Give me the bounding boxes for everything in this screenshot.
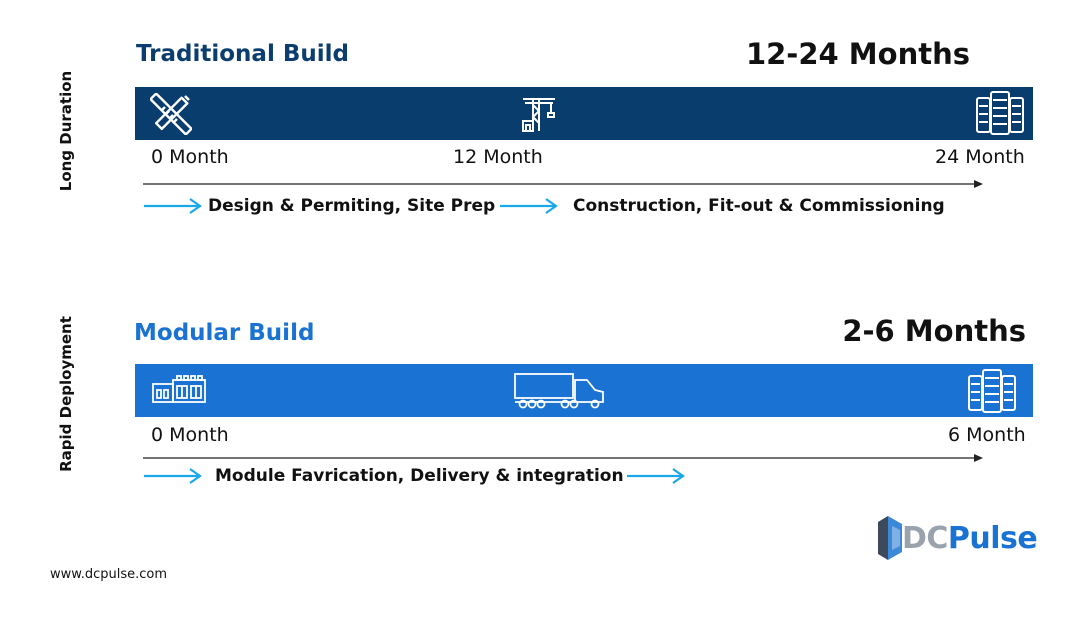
logo-dc: DC — [902, 521, 948, 556]
traditional-duration: 12-24 Months — [745, 37, 970, 71]
modular-phase-fabrication: Module Favrication, Delivery & integrati… — [215, 466, 624, 486]
modular-phase-arrow-2 — [627, 468, 685, 484]
dcpulse-logo-text: DCPulse — [902, 521, 1038, 556]
traditional-timeline-band — [135, 87, 1033, 140]
traditional-timeline-axis — [143, 180, 983, 188]
truck-icon — [514, 373, 604, 409]
traditional-phase-arrow-2 — [500, 198, 558, 214]
crane-icon — [522, 98, 555, 132]
traditional-tick-24: 24 Month — [935, 146, 1025, 168]
pencil-ruler-icon — [150, 93, 192, 135]
modular-timeline-axis — [143, 454, 983, 462]
modular-phase-arrow-1 — [144, 468, 202, 484]
factory-icon — [152, 375, 206, 403]
traditional-tick-0: 0 Month — [151, 146, 229, 168]
modular-tick-0: 0 Month — [151, 424, 229, 446]
footer-url: www.dcpulse.com — [50, 567, 168, 582]
rapid-deployment-label: Rapid Deployment — [57, 316, 75, 472]
traditional-phase-arrow-1 — [144, 198, 202, 214]
dcpulse-logo-mark — [878, 516, 902, 560]
traditional-phase-design: Design & Permiting, Site Prep — [208, 196, 496, 216]
traditional-phase-construction: Construction, Fit-out & Commissioning — [573, 196, 945, 216]
long-duration-label: Long Duration — [57, 70, 75, 192]
modular-duration: 2-6 Months — [842, 314, 1026, 348]
modular-build-title: Modular Build — [134, 320, 315, 346]
server-rack-icon — [968, 369, 1016, 413]
modular-timeline-band — [135, 364, 1033, 417]
server-rack-icon — [976, 91, 1024, 135]
logo-pulse: Pulse — [947, 521, 1038, 556]
traditional-tick-12: 12 Month — [453, 146, 543, 168]
modular-tick-6: 6 Month — [948, 424, 1026, 446]
traditional-build-title: Traditional Build — [136, 41, 349, 67]
